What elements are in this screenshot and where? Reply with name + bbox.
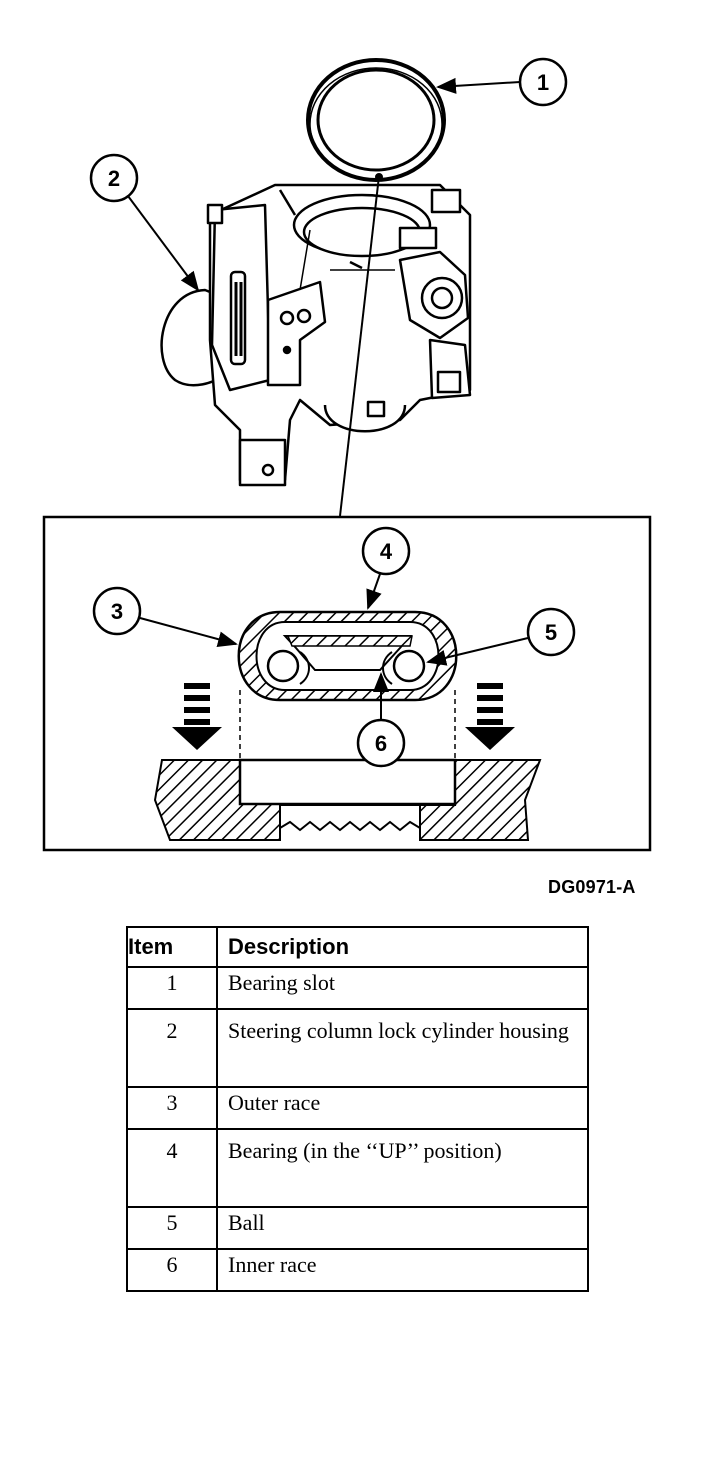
callout-1: 1 [436, 57, 568, 107]
bearing-ball-left [266, 649, 300, 683]
center-ground-teeth [279, 804, 421, 832]
housing-center-plate [266, 280, 327, 387]
legend-item-number: 4 [127, 1129, 218, 1208]
housing-front-cylinder [323, 404, 407, 433]
legend-header-item: Item [127, 927, 218, 968]
legend-item-description: Steering column lock cylinder housing [217, 1009, 588, 1088]
bearing-seat-block [238, 758, 457, 806]
bearing-slot-rings [306, 58, 446, 182]
legend-row: 3 Outer race [127, 1087, 588, 1130]
legend-item-description: Bearing (in the ‘‘UP’’ position) [217, 1129, 588, 1208]
slot-leader-line [339, 175, 380, 517]
legend-table: Item Description 1 Bearing slot 2 Steeri… [126, 926, 589, 1292]
callout-3: 3 [92, 586, 238, 648]
bearing-ball-right [392, 649, 426, 683]
legend-item-number: 2 [127, 1009, 218, 1088]
legend-row: 5 Ball [127, 1207, 588, 1250]
legend-row: 2 Steering column lock cylinder housing [127, 1009, 588, 1088]
legend-row: 4 Bearing (in the ‘‘UP’’ position) [127, 1129, 588, 1208]
legend-row: 1 Bearing slot [127, 967, 588, 1010]
bearing-diagram: 1 2 [42, 57, 652, 852]
legend-item-description: Inner race [217, 1249, 588, 1292]
callout-1-label: 1 [537, 70, 549, 95]
housing-mounting-foot [238, 438, 287, 487]
callout-4: 4 [361, 526, 411, 610]
force-arrow-left [172, 683, 222, 750]
callout-4-label: 4 [380, 539, 393, 564]
legend-header-description: Description [217, 927, 588, 968]
lock-cylinder-housing-illustration [160, 58, 472, 487]
callout-3-label: 3 [111, 599, 123, 624]
force-arrow-right [465, 683, 515, 750]
legend-item-description: Bearing slot [217, 967, 588, 1010]
legend-item-number: 6 [127, 1249, 218, 1292]
callout-5: 5 [426, 607, 576, 666]
legend-item-number: 1 [127, 967, 218, 1010]
legend-row: 6 Inner race [127, 1249, 588, 1292]
legend-item-description: Ball [217, 1207, 588, 1250]
callout-6-label: 6 [375, 731, 387, 756]
legend-item-description: Outer race [217, 1087, 588, 1130]
legend-item-number: 3 [127, 1087, 218, 1130]
legend-header-row: Item Description [127, 927, 588, 968]
bearing-cross-section [153, 610, 542, 841]
callout-2-label: 2 [108, 166, 120, 191]
figure-id: DG0971-A [548, 877, 636, 897]
callout-2: 2 [89, 153, 200, 292]
legend-item-number: 5 [127, 1207, 218, 1250]
callout-6: 6 [356, 672, 406, 768]
callout-5-label: 5 [545, 620, 557, 645]
